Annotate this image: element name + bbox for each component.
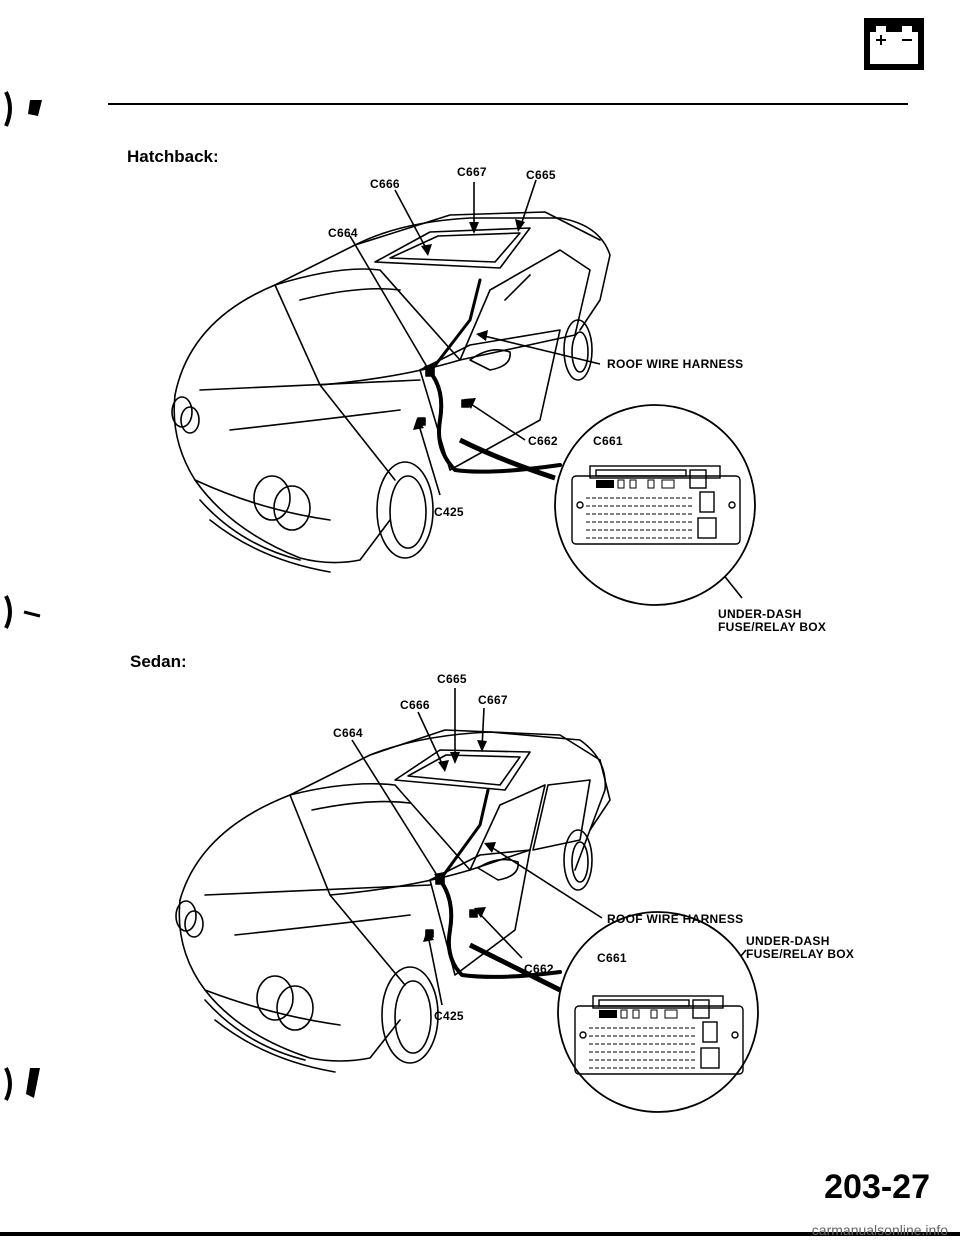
- hatch-label-c664: C664: [328, 226, 358, 240]
- page-number: 203-27: [824, 1168, 930, 1206]
- sedan-label-c665: C665: [437, 672, 467, 686]
- sedan-label-c661: C661: [597, 951, 627, 965]
- sedan-fuse-line2: FUSE/RELAY BOX: [746, 947, 855, 961]
- hatch-label-c665: C665: [526, 168, 556, 182]
- hatch-label-c667: C667: [457, 165, 487, 179]
- hatch-label-roof-harness: ROOF WIRE HARNESS: [607, 357, 744, 371]
- sedan-label-c664: C664: [333, 726, 363, 740]
- hatch-label-c666: C666: [370, 177, 400, 191]
- watermark: carmanualsonline.info: [811, 1222, 948, 1238]
- sedan-title: Sedan:: [130, 652, 187, 671]
- sedan-label-c662: C662: [524, 962, 554, 976]
- battery-icon: [864, 18, 924, 70]
- sedan-label-c667: C667: [478, 693, 508, 707]
- sedan-fuse-line1: UNDER-DASH: [746, 934, 830, 948]
- sedan-label-c425: C425: [434, 1009, 464, 1023]
- header-rule: [108, 103, 908, 105]
- hatch-label-c425: C425: [434, 505, 464, 519]
- hatch-fuse-line1: UNDER-DASH: [718, 607, 802, 621]
- sedan-label-c666: C666: [400, 698, 430, 712]
- hatch-label-c661: C661: [593, 434, 623, 448]
- hatchback-title: Hatchback:: [127, 147, 219, 166]
- sedan-label-fuse-box: UNDER-DASH FUSE/RELAY BOX: [746, 935, 854, 961]
- hatch-fuse-line2: FUSE/RELAY BOX: [718, 620, 827, 634]
- hatch-label-fuse-box: UNDER-DASH FUSE/RELAY BOX: [718, 608, 826, 634]
- hatch-label-c662: C662: [528, 434, 558, 448]
- sedan-label-roof-harness: ROOF WIRE HARNESS: [607, 912, 744, 926]
